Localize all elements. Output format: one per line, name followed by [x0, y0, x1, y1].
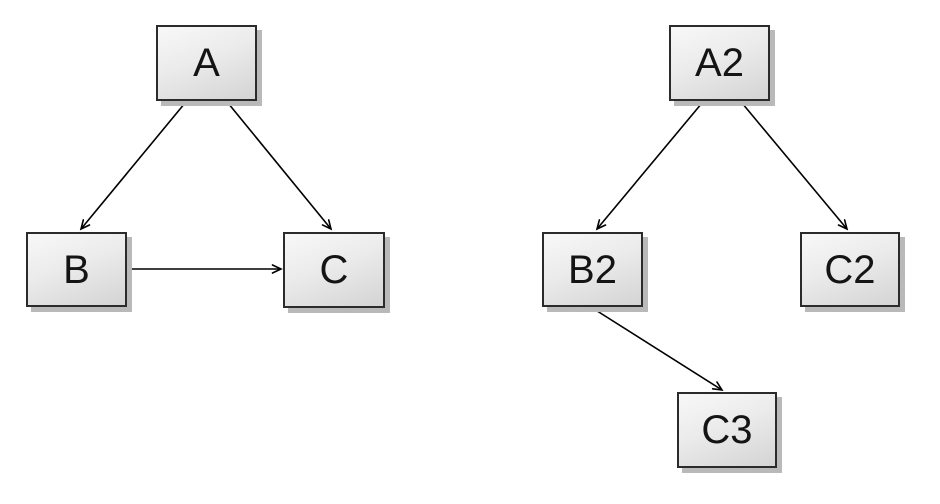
node-C2[interactable]: C2: [800, 232, 900, 307]
node-B2[interactable]: B2: [542, 232, 643, 307]
edge-A2-C2: [741, 102, 849, 231]
node-label-C3: C3: [701, 408, 753, 452]
node-C3[interactable]: C3: [677, 392, 777, 468]
node-label-B: B: [63, 247, 90, 292]
node-label-C: C: [319, 248, 349, 292]
edges-group: [79, 102, 849, 392]
node-A2[interactable]: A2: [669, 25, 770, 101]
node-C[interactable]: C: [283, 232, 385, 308]
edge-B2-C3: [593, 308, 724, 392]
node-B[interactable]: B: [26, 232, 127, 307]
node-label-C2: C2: [824, 247, 876, 292]
node-label-B2: B2: [568, 247, 617, 292]
node-label-A2: A2: [695, 41, 744, 85]
edge-A-C: [227, 102, 333, 231]
node-A[interactable]: A: [156, 25, 257, 101]
edge-A-B: [79, 102, 186, 231]
node-label-A: A: [193, 41, 220, 85]
edge-A2-B2: [595, 102, 703, 231]
